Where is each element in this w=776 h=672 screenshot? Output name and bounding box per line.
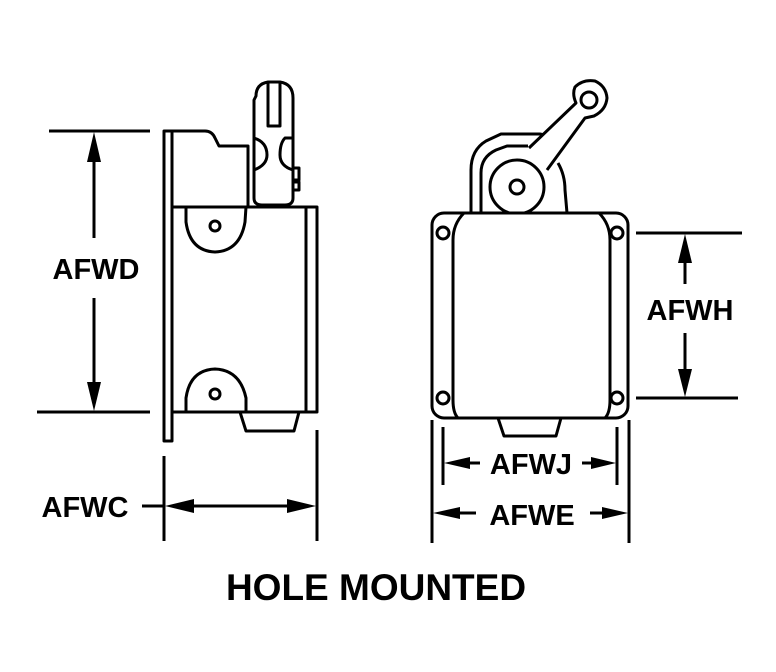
dimension-afwc: [142, 430, 319, 541]
front-hub-housing-inner: [479, 144, 528, 213]
figure-title: HOLE MOUNTED: [226, 567, 526, 608]
front-lever-arm: [527, 79, 609, 171]
side-upper-mount-hole: [208, 219, 222, 233]
afwe-arrow-right: [602, 507, 628, 519]
afwh-arrow-down: [678, 369, 692, 397]
dimension-afwd: [37, 129, 150, 414]
afwj-arrow-right: [591, 457, 616, 469]
side-lever-head: [252, 80, 295, 207]
dimension-label-afwd: AFWD: [53, 254, 140, 286]
side-lower-mounting-lug: [184, 367, 248, 412]
front-mount-hole-bottom-left: [435, 390, 451, 406]
side-upper-housing: [172, 129, 250, 207]
dimension-afwj: [441, 427, 619, 485]
front-mount-hole-bottom-right: [609, 390, 625, 406]
afwe-arrow-left: [433, 507, 460, 519]
dimension-label-afwh: AFWH: [647, 295, 734, 327]
side-lever-screw-bottom: [291, 180, 301, 192]
front-mount-hole-top-left: [435, 225, 451, 241]
side-lever-slot: [266, 82, 282, 128]
side-conduit-boss: [238, 411, 301, 433]
afwh-arrow-up: [678, 234, 692, 263]
front-hub-pin: [508, 178, 526, 196]
afwd-arrow-down: [87, 382, 101, 411]
afwc-arrow-left: [165, 499, 194, 513]
front-lever-hub: [488, 158, 546, 216]
dimension-label-afwe: AFWE: [489, 500, 574, 532]
front-hub-housing-right: [556, 162, 569, 214]
front-mounting-flange: [430, 211, 630, 420]
side-main-body: [170, 205, 319, 414]
side-upper-mounting-lug: [184, 206, 248, 254]
dimension-afwe: [430, 420, 631, 543]
front-roller-pin: [579, 90, 599, 110]
front-view: [430, 79, 630, 438]
front-cover-plate: [451, 211, 612, 420]
front-conduit-boss: [496, 417, 563, 438]
side-lever-screw-top: [291, 166, 301, 182]
side-view: [162, 80, 319, 443]
dimension-label-afwc: AFWC: [42, 492, 129, 524]
afwd-arrow-up: [87, 132, 101, 162]
side-lower-mount-hole: [208, 387, 222, 401]
dimension-label-afwj: AFWJ: [490, 449, 572, 481]
side-lever-notch-left: [253, 136, 269, 172]
front-mount-hole-top-right: [609, 225, 625, 241]
dimension-afwh: [636, 231, 742, 400]
afwj-arrow-left: [444, 457, 470, 469]
side-lever-notch-right: [278, 136, 294, 172]
afwc-arrow-right: [287, 499, 316, 513]
